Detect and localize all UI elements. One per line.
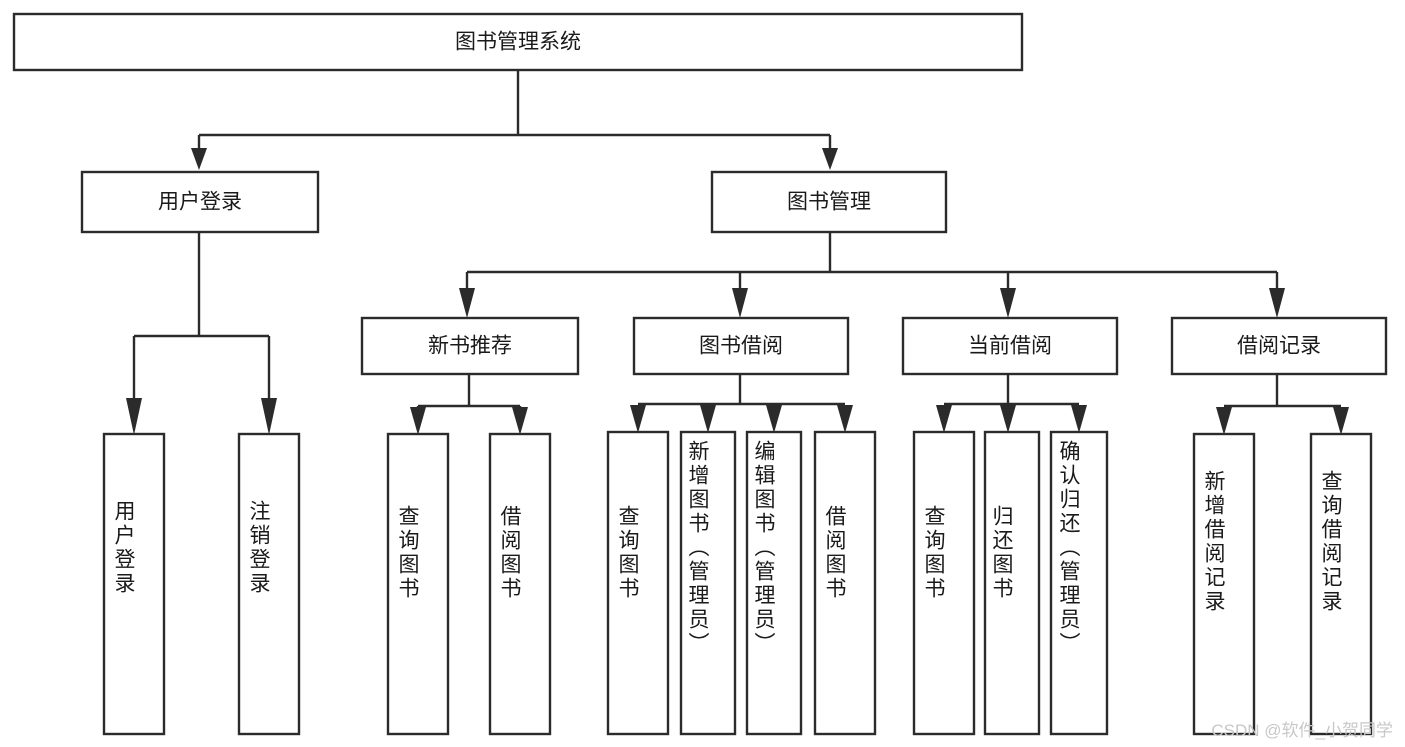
arrow-head-leaf-edit-book (766, 405, 782, 433)
node-user-login[interactable]: 用户登录 (80, 170, 320, 234)
arrow-head-leaf-borrow-book-1 (512, 407, 528, 435)
node-leaf-edit-book-box[interactable] (745, 430, 803, 736)
node-book-borrow-box[interactable] (632, 316, 850, 376)
arrow-head-leaf-user-login (126, 398, 142, 435)
node-leaf-query-book-3-box[interactable] (912, 430, 976, 736)
node-leaf-user-logout-box[interactable] (237, 432, 301, 736)
arrow-head-leaf-add-book (700, 405, 716, 433)
arrow-head-current-borrow (1000, 288, 1016, 318)
node-new-book-recommend-box[interactable] (360, 316, 580, 376)
node-leaf-query-book-1-box[interactable] (386, 432, 450, 736)
node-leaf-user-login-box[interactable] (102, 432, 166, 736)
node-current-borrow-label: 当前借阅 (968, 335, 1052, 358)
node-root-box[interactable] (12, 12, 1024, 72)
node-user-login-box[interactable] (80, 170, 320, 234)
node-book-borrow[interactable]: 图书借阅 (632, 316, 850, 376)
node-book-manage[interactable]: 图书管理 (710, 170, 948, 234)
node-current-borrow[interactable]: 当前借阅 (901, 316, 1119, 376)
node-leaf-return-book-box[interactable] (983, 430, 1041, 736)
connector-group-book-borrow (630, 374, 853, 433)
connector-group-book-manage (459, 232, 1285, 318)
node-leaf-borrow-book-1-box[interactable] (488, 432, 552, 736)
node-root[interactable]: 图书管理系统 (12, 12, 1024, 72)
arrow-head-book-manage (822, 148, 838, 170)
connector-group-new-book-recommend (410, 374, 528, 435)
arrow-head-leaf-user-logout (261, 398, 277, 435)
arrow-head-new-book-recommend (459, 288, 475, 318)
arrow-head-leaf-confirm-return (1071, 405, 1087, 433)
node-book-manage-box[interactable] (710, 170, 948, 234)
arrow-head-leaf-query-record (1333, 407, 1349, 435)
node-new-book-recommend-label: 新书推荐 (428, 335, 512, 358)
arrow-head-book-borrow (732, 288, 748, 318)
arrow-head-leaf-borrow-book-2 (837, 405, 853, 433)
node-current-borrow-box[interactable] (901, 316, 1119, 376)
connector-group-borrow-record (1216, 374, 1349, 435)
node-borrow-record[interactable]: 借阅记录 (1170, 316, 1388, 376)
node-borrow-record-label: 借阅记录 (1237, 335, 1321, 358)
node-book-manage-label: 图书管理 (787, 191, 871, 214)
node-leaf-add-record-box[interactable] (1192, 432, 1256, 736)
connector-group-current-borrow (936, 374, 1087, 433)
node-root-label: 图书管理系统 (455, 31, 581, 54)
arrow-head-user-login (191, 148, 207, 170)
arrow-head-leaf-add-record (1216, 407, 1232, 435)
node-leaf-add-book-box[interactable] (679, 430, 737, 736)
connector-group-user-login (126, 232, 277, 435)
arrow-head-leaf-query-book-3 (936, 405, 952, 433)
arrow-head-leaf-query-book-1 (410, 407, 426, 435)
connector-group-root (191, 70, 838, 170)
arrow-head-leaf-return-book (1000, 405, 1016, 433)
arrow-head-leaf-query-book-2 (630, 405, 646, 433)
node-book-borrow-label: 图书借阅 (699, 335, 783, 358)
node-user-login-label: 用户登录 (158, 191, 242, 214)
node-new-book-recommend[interactable]: 新书推荐 (360, 316, 580, 376)
watermark-text: CSDN @软件_小贺同学 (1211, 721, 1393, 740)
arrow-head-borrow-record (1269, 288, 1285, 318)
node-borrow-record-box[interactable] (1170, 316, 1388, 376)
node-leaf-confirm-return-box[interactable] (1049, 430, 1109, 736)
node-leaf-query-record-box[interactable] (1309, 432, 1373, 736)
node-leaf-borrow-book-2-box[interactable] (813, 430, 877, 736)
node-leaf-query-book-2-box[interactable] (606, 430, 670, 736)
